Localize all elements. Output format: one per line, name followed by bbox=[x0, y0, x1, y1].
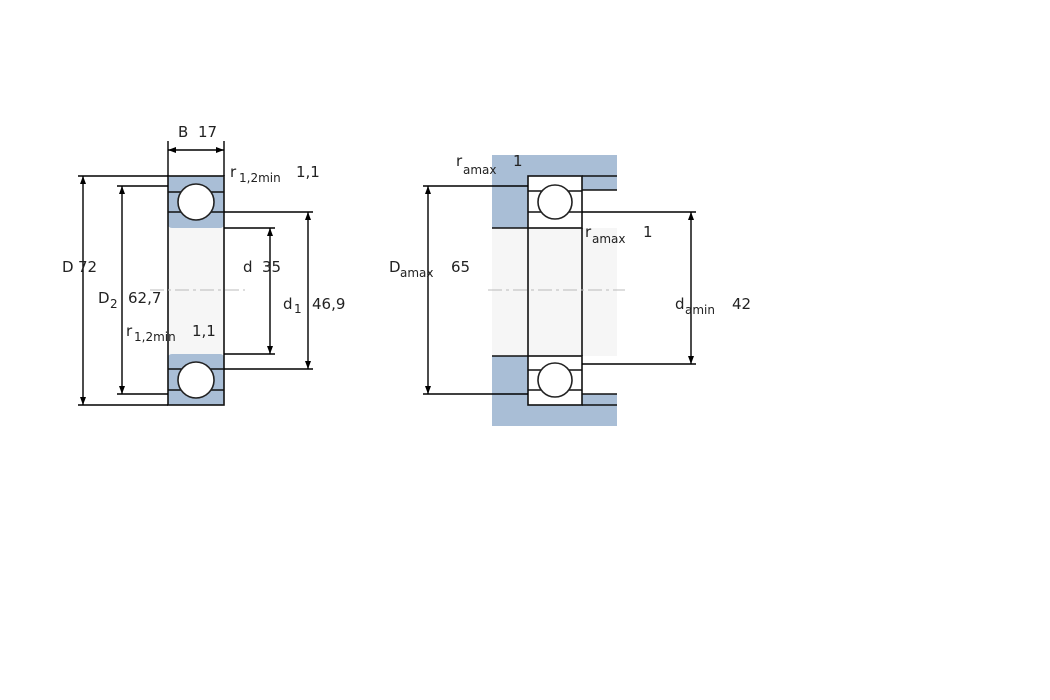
bearing-section bbox=[150, 175, 245, 406]
Da-subscript: amax bbox=[400, 266, 434, 280]
shaft-shoulder-bottom bbox=[492, 356, 528, 394]
dim-da: d amin 42 bbox=[582, 211, 751, 365]
r-top-subscript: 1,2min bbox=[239, 171, 281, 185]
mount-ball-top bbox=[537, 184, 573, 220]
dim-Da: D amax 65 bbox=[389, 185, 528, 395]
label-r-top: r 1,2min 1,1 bbox=[230, 163, 320, 185]
D-value: 72 bbox=[78, 258, 97, 276]
d1-value: 46,9 bbox=[312, 295, 345, 313]
D2-value: 62,7 bbox=[128, 289, 161, 307]
d-value: 35 bbox=[262, 258, 281, 276]
D2-symbol: D bbox=[98, 289, 110, 307]
ball-bottom bbox=[177, 361, 215, 399]
ball-top bbox=[177, 183, 215, 221]
da-value: 42 bbox=[732, 295, 751, 313]
r-bottom-value: 1,1 bbox=[192, 322, 216, 340]
d1-subscript: 1 bbox=[294, 302, 302, 316]
r-top-value: 1,1 bbox=[296, 163, 320, 181]
da-symbol: d bbox=[675, 295, 685, 313]
ra-top-subscript: amax bbox=[463, 163, 497, 177]
ra-mid-subscript: amax bbox=[592, 232, 626, 246]
d1-symbol: d bbox=[283, 295, 293, 313]
dim-D: D 72 bbox=[62, 175, 168, 406]
mount-ball-bottom bbox=[537, 362, 573, 398]
bearing-bore bbox=[168, 228, 224, 354]
da-subscript: amin bbox=[685, 303, 715, 317]
d-symbol: d bbox=[243, 258, 253, 276]
r-top-symbol: r bbox=[230, 163, 237, 181]
r-bottom-symbol: r bbox=[126, 322, 133, 340]
ra-mid-symbol: r bbox=[585, 223, 592, 241]
B-value: 17 bbox=[198, 123, 217, 141]
ra-top-symbol: r bbox=[456, 152, 463, 170]
dim-B: B 17 bbox=[167, 123, 225, 176]
label-r-bottom: r 1,2min 1,1 bbox=[126, 322, 216, 344]
B-symbol: B bbox=[178, 123, 188, 141]
D2-subscript: 2 bbox=[110, 297, 118, 311]
shaft bbox=[492, 228, 617, 356]
r-bottom-subscript: 1,2min bbox=[134, 330, 176, 344]
label-ra-mid: r amax 1 bbox=[585, 223, 653, 246]
ra-top-value: 1 bbox=[513, 152, 523, 170]
D-symbol: D bbox=[62, 258, 74, 276]
shaft-shoulder-top bbox=[492, 190, 528, 228]
dim-d1: d 1 46,9 bbox=[224, 211, 345, 370]
Da-symbol: D bbox=[389, 258, 401, 276]
mounting-section bbox=[488, 155, 625, 426]
label-ra-top: r amax 1 bbox=[456, 152, 523, 177]
dim-d: d 35 bbox=[224, 227, 281, 355]
dim-D2: D 2 62,7 bbox=[98, 185, 168, 395]
ra-mid-value: 1 bbox=[643, 223, 653, 241]
Da-value: 65 bbox=[451, 258, 470, 276]
